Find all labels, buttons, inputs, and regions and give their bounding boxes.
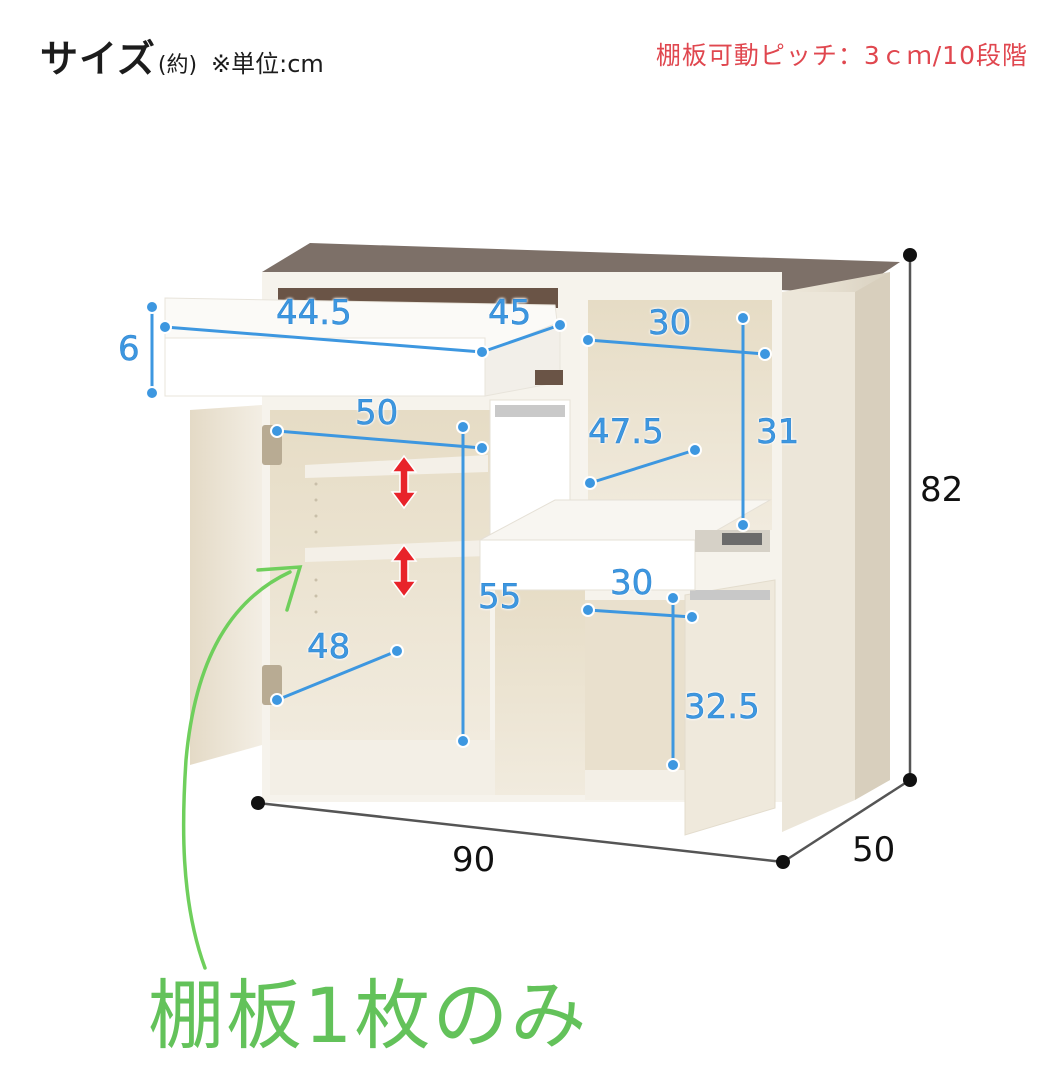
dim-lower-right-height: 32.5 [684, 687, 760, 727]
dim-overall-depth: 50 [852, 830, 896, 870]
blue-dimension-endpoints [145, 300, 772, 772]
overall-dimension-endpoints [251, 248, 917, 869]
dim-left-cabinet-height: 55 [478, 577, 522, 617]
size-heading: サイズ (約) ※単位:cm [40, 28, 324, 83]
dim-overall-width: 90 [452, 840, 496, 880]
dim-left-cabinet-depth: 48 [307, 627, 351, 667]
dim-upper-right-height: 31 [756, 412, 800, 452]
dim-drawer-height: 6 [118, 329, 140, 369]
title-size: サイズ [40, 37, 156, 81]
green-annotation-arrow [181, 565, 303, 970]
left-door-open [190, 405, 262, 765]
blue-dimension-lines [150, 307, 766, 765]
dim-lower-right-width: 30 [610, 563, 654, 603]
shelf-pitch-note: 棚板可動ピッチ：3ｃｍ/10段階 [655, 41, 1028, 70]
dim-slide-shelf-depth: 47.5 [588, 412, 664, 452]
title-approx: (約) [157, 53, 198, 78]
lower-right-cubby [585, 600, 685, 770]
dim-drawer-depth: 45 [488, 293, 532, 333]
shelf-count-note: 棚板1枚のみ [148, 971, 589, 1060]
overall-dimension-lines [257, 255, 912, 864]
unit-note: ※単位:cm [211, 50, 324, 78]
dim-drawer-width: 44.5 [276, 293, 352, 333]
shelf-lower [305, 540, 488, 562]
dim-left-cabinet-width: 50 [355, 393, 399, 433]
dim-upper-right-width: 30 [648, 303, 692, 343]
lower-right-door-open [684, 579, 776, 836]
dim-overall-height: 82 [920, 470, 964, 510]
lower-middle-open [495, 580, 585, 795]
shelf-move-arrow-upper [390, 454, 418, 510]
shelf-move-arrow-lower [390, 543, 418, 599]
upper-right-cubby [580, 300, 772, 530]
